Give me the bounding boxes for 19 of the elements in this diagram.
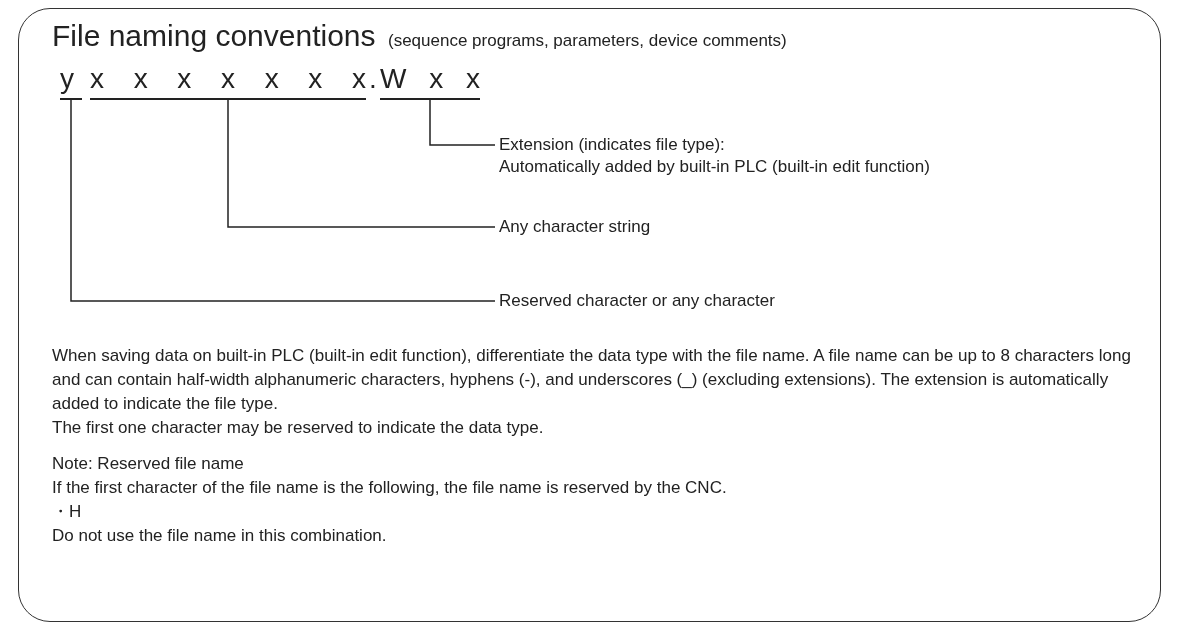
note-text: Do not use the file name in this combination. — [52, 525, 387, 547]
underlined-characters: y — [60, 62, 82, 100]
title: File naming conventions — [52, 18, 376, 54]
callout-label: Any character string — [499, 216, 652, 238]
subtitle: (sequence programs, parameters, device comments) — [388, 30, 787, 52]
underlined-characters: W x x — [380, 62, 480, 100]
note-heading: Note: Reserved file name — [52, 453, 244, 475]
leader-line — [227, 99, 496, 228]
list-item: ・H — [52, 501, 82, 523]
note-text: If the first character of the file name is the following, the file name is reserved by the CNC. — [52, 477, 727, 499]
callout-label: Reserved character or any character — [499, 290, 776, 312]
extension-dot: . — [369, 62, 377, 96]
description-paragraph: When saving data on built-in PLC (built-in edit function), differentiate the data type with the file name. A file name can be up to 8 characters long and can contain half-width alphanumeric characters, hyphens (-), and underscores (_) (excluding extensions). The extension is automatically added to indicate the file type. — [52, 345, 1132, 415]
note-text: The first one character may be reserved to indicate the data type. — [52, 417, 545, 439]
callout-label: Extension (indicates file type): — [499, 134, 726, 156]
callout-description: Automatically added by built-in PLC (built-in edit function) — [499, 156, 931, 178]
leader-line — [429, 99, 496, 146]
underlined-characters: x x x x x x x — [90, 62, 366, 100]
leader-line — [70, 99, 496, 302]
